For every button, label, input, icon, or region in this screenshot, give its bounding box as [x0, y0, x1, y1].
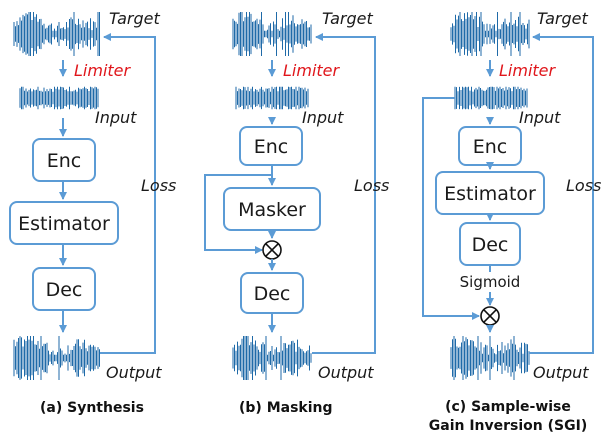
target-waveform	[232, 12, 312, 56]
output-waveform	[232, 336, 312, 380]
enc-block	[32, 138, 96, 182]
output-label: Output	[106, 363, 162, 382]
panel-sgi: Target Limiter Input Enc Estimator Dec S…	[422, 9, 601, 434]
caption-c-line2: Gain Inversion (SGI)	[429, 418, 587, 434]
skip-connection	[204, 174, 272, 254]
target-label: Target	[322, 9, 373, 28]
enc-label: Enc	[254, 136, 289, 158]
limiter-label: Limiter	[283, 61, 341, 80]
output-label: Output	[533, 363, 589, 382]
panel-masking: Target Limiter Input Enc Masker Dec Outp…	[204, 9, 389, 416]
input-label: Input	[519, 108, 561, 127]
loss-label: Loss	[354, 176, 389, 195]
enc-block	[239, 126, 303, 166]
caption-c-line1: (c) Sample-wise	[445, 399, 571, 415]
dec-block	[240, 272, 304, 314]
target-waveform	[450, 12, 530, 56]
skip-connection	[422, 97, 480, 320]
loss-arrow	[100, 33, 156, 354]
enc-label: Enc	[473, 136, 508, 158]
loss-label: Loss	[566, 176, 601, 195]
input-waveform	[235, 86, 309, 110]
dec-label: Dec	[46, 279, 83, 301]
loss-arrow	[529, 33, 594, 354]
multiply-cross-2	[483, 309, 497, 323]
output-waveform	[13, 336, 100, 380]
multiply-cross-2	[265, 243, 279, 257]
dec-label: Dec	[254, 283, 291, 305]
panel-synthesis: Target Limiter Input Enc Estimator Dec O…	[9, 9, 176, 416]
caption-b: (b) Masking	[239, 400, 333, 416]
input-label: Input	[302, 108, 344, 127]
dec-block	[32, 267, 96, 311]
caption-a: (a) Synthesis	[40, 400, 144, 416]
input-waveform	[454, 86, 528, 110]
target-waveform	[13, 12, 100, 56]
enc-label: Enc	[47, 150, 82, 172]
loss-label: Loss	[141, 176, 176, 195]
dec-label: Dec	[472, 234, 509, 256]
input-waveform	[19, 86, 99, 110]
output-label: Output	[318, 363, 374, 382]
estimator-label: Estimator	[444, 183, 536, 205]
limiter-label: Limiter	[74, 61, 132, 80]
input-label: Input	[95, 108, 137, 127]
estimator-block	[9, 201, 119, 245]
estimator-label: Estimator	[18, 213, 110, 235]
masker-block	[223, 187, 321, 231]
sigmoid-label: Sigmoid	[460, 273, 521, 291]
limiter-label: Limiter	[499, 61, 557, 80]
output-waveform	[450, 336, 530, 380]
target-label: Target	[109, 9, 160, 28]
dec-block	[459, 222, 521, 266]
target-label: Target	[537, 9, 588, 28]
loss-arrow	[312, 33, 376, 354]
masker-label: Masker	[238, 199, 306, 221]
